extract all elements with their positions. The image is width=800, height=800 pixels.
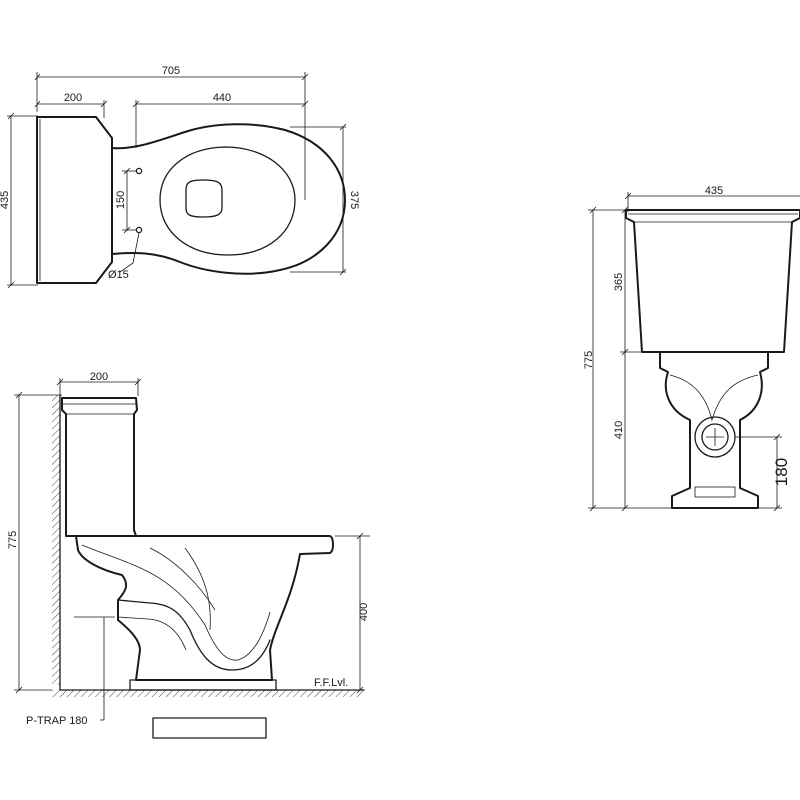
dim-bowl-width: 375 (290, 123, 360, 276)
front-overall-height-label: 775 (583, 351, 595, 369)
cistern-top-outline (36, 116, 113, 284)
pan-front-outline (659, 351, 769, 509)
outlet-height-label: 180 (772, 458, 791, 486)
dim-bowl-length: 440 (132, 92, 309, 148)
side-cistern-depth-label: 200 (90, 371, 108, 383)
base-recess (694, 486, 736, 498)
dim-front-width: 435 (624, 185, 800, 212)
top-view: 705 200 440 435 (0, 65, 360, 289)
rim-height-label: 400 (358, 603, 370, 621)
cistern-depth-top-label: 200 (64, 92, 82, 104)
waste-opening (185, 179, 223, 218)
fixing-hole-bottom (135, 226, 143, 234)
dim-fixing-centres: 150 (115, 167, 136, 234)
trap-label: P-TRAP 180 (26, 715, 88, 727)
dim-front-cistern-height: 365 (613, 206, 660, 356)
fixing-centres-label: 150 (115, 191, 127, 209)
fixing-diameter-label: Ø15 (108, 269, 129, 281)
side-overall-height-label: 775 (7, 531, 19, 549)
overall-depth-label: 435 (0, 191, 11, 209)
dim-rim-height: 400 (335, 532, 370, 694)
pan-base (129, 679, 277, 691)
dim-side-overall-height: 775 (7, 391, 62, 694)
dim-fixing-diameter: Ø15 (108, 232, 140, 281)
seat-ring (159, 146, 296, 256)
pan-top-outline (111, 123, 346, 275)
dim-overall-width: 705 (34, 65, 309, 200)
front-width-label: 435 (705, 185, 723, 197)
dim-cistern-depth-top: 200 (34, 92, 108, 118)
dim-outlet-height: 180 (735, 433, 791, 512)
trap-outline (117, 599, 271, 671)
floor-hatch (52, 690, 364, 697)
pan-side-outline (75, 535, 334, 681)
side-view: 775 200 400 (7, 371, 370, 739)
cistern-front-outline (625, 209, 800, 353)
dim-overall-depth: 435 (0, 112, 38, 289)
wall-hatch (52, 395, 60, 685)
front-cistern-height-label: 365 (613, 273, 625, 291)
floor-level-label: F.F.Lvl. (314, 677, 348, 689)
fixing-hole-top (135, 167, 143, 175)
front-pan-height-label: 410 (613, 421, 625, 439)
outlet-inner (701, 423, 729, 451)
cistern-side-outline (61, 397, 138, 537)
dim-side-cistern-depth: 200 (56, 371, 142, 396)
dim-front-pan-height: 410 (613, 352, 629, 512)
bowl-length-label: 440 (213, 92, 231, 104)
dim-trap-height: P-TRAP 180 (26, 616, 115, 727)
dim-front-overall-height: 775 (583, 206, 672, 512)
overall-width-label: 705 (162, 65, 180, 77)
front-view: 435 775 365 410 (583, 185, 800, 512)
view-title-box (152, 717, 267, 739)
bowl-width-label: 375 (348, 191, 360, 209)
